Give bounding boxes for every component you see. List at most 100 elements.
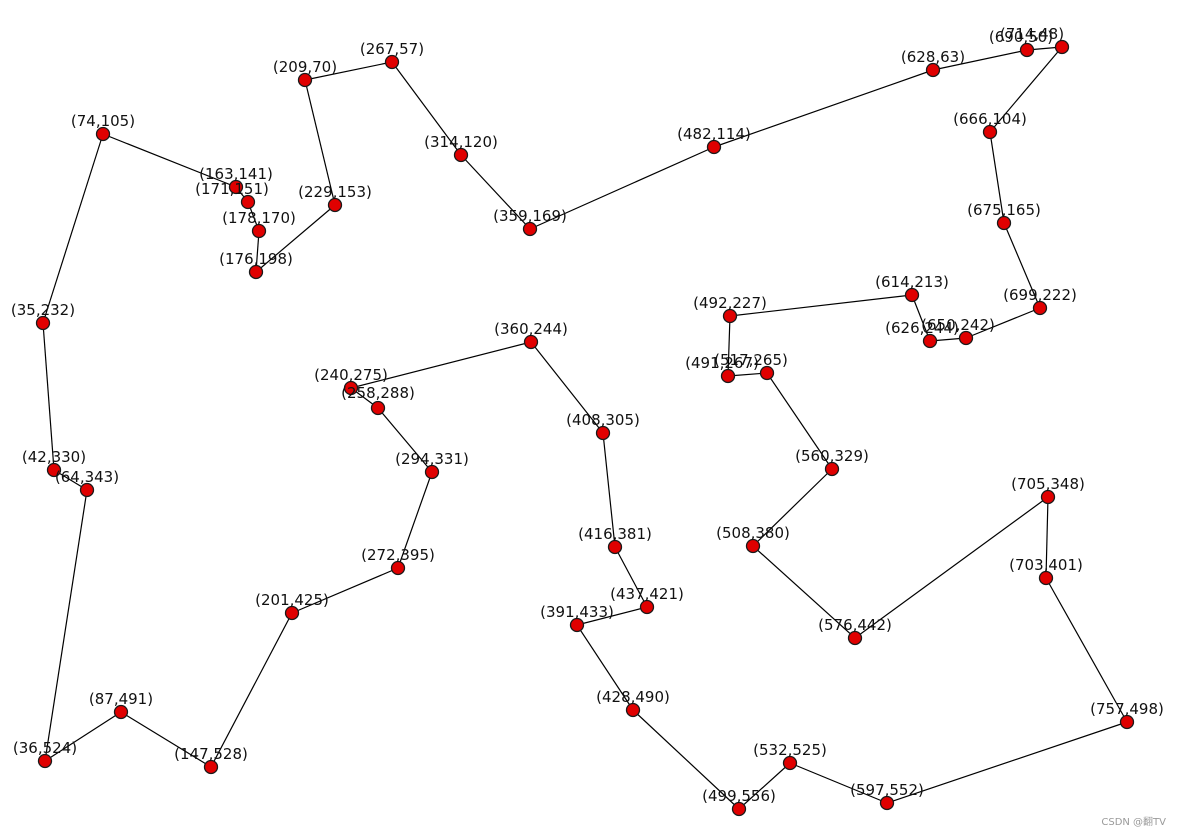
route-edge [576, 606, 648, 626]
city-label: (482,114) [677, 125, 751, 143]
city-point [745, 538, 761, 554]
city-point [904, 287, 920, 303]
city-label: (87,491) [89, 690, 153, 708]
route-edge [602, 432, 616, 548]
route-edge [210, 612, 293, 768]
city-label: (360,244) [494, 320, 568, 338]
city-point [1038, 570, 1054, 586]
city-label: (699,222) [1003, 286, 1077, 304]
city-point [95, 126, 111, 142]
city-point [922, 333, 938, 349]
city-label: (240,275) [314, 366, 388, 384]
city-point [248, 264, 264, 280]
city-point [925, 62, 941, 78]
route-edge [576, 624, 634, 711]
city-point [625, 702, 641, 718]
city-label: (294,331) [395, 450, 469, 468]
route-edge [1045, 496, 1049, 579]
city-point [847, 630, 863, 646]
city-label: (437,421) [610, 585, 684, 603]
watermark: CSDN @翻TV [1101, 817, 1166, 828]
city-label: (705,348) [1011, 475, 1085, 493]
route-edge [752, 468, 833, 547]
route-edge [932, 49, 1028, 71]
route-edge [391, 61, 462, 156]
route-edge [377, 407, 433, 473]
city-label: (508,380) [716, 524, 790, 542]
city-label: (209,70) [273, 58, 337, 76]
city-point [958, 330, 974, 346]
city-point [46, 462, 62, 478]
city-label: (42,330) [22, 448, 86, 466]
route-edge [965, 307, 1041, 339]
route-edge [397, 471, 433, 569]
city-label: (690,50) [989, 28, 1053, 46]
city-point [453, 147, 469, 163]
city-label: (499,556) [702, 787, 776, 805]
city-point [522, 221, 538, 237]
route-edge [42, 322, 55, 471]
city-label: (35,232) [11, 301, 75, 319]
city-point [639, 599, 655, 615]
route-edge [614, 546, 648, 608]
city-label: (614,213) [875, 273, 949, 291]
route-edge [886, 721, 1128, 804]
route-edge [911, 294, 931, 342]
city-label: (491,267) [685, 354, 759, 372]
city-point [1119, 714, 1135, 730]
city-label: (267,57) [360, 40, 424, 58]
city-label: (517,265) [714, 351, 788, 369]
city-label: (178,170) [222, 209, 296, 227]
city-label: (666,104) [953, 110, 1027, 128]
city-label: (176,198) [219, 250, 293, 268]
city-label: (428,490) [596, 688, 670, 706]
route-edge [529, 146, 715, 230]
city-label: (163,141) [199, 165, 273, 183]
city-point [1040, 489, 1056, 505]
route-edge [727, 315, 731, 377]
city-point [706, 139, 722, 155]
route-edge [632, 709, 740, 810]
city-points [35, 39, 1135, 817]
city-label: (492,227) [693, 294, 767, 312]
city-label: (757,498) [1090, 700, 1164, 718]
city-point [370, 400, 386, 416]
city-label: (391,433) [540, 603, 614, 621]
city-point [722, 308, 738, 324]
city-point [782, 755, 798, 771]
city-label: (408,305) [566, 411, 640, 429]
city-label: (576,442) [818, 616, 892, 634]
route-edges [42, 46, 1128, 810]
city-label: (626,244) [885, 319, 959, 337]
city-point [607, 539, 623, 555]
route-edge [752, 545, 856, 639]
route-edge [42, 133, 104, 324]
city-point [1032, 300, 1048, 316]
city-label: (675,165) [967, 201, 1041, 219]
city-point [343, 380, 359, 396]
city-label: (171,151) [195, 180, 269, 198]
city-point [390, 560, 406, 576]
city-label: (147,528) [174, 745, 248, 763]
route-edge [989, 46, 1063, 133]
city-point [569, 617, 585, 633]
city-point [1019, 42, 1035, 58]
city-point [384, 54, 400, 70]
city-point [595, 425, 611, 441]
route-edge [789, 762, 888, 804]
city-point [79, 482, 95, 498]
city-point [37, 753, 53, 769]
route-edge [304, 61, 393, 81]
route-edge [989, 131, 1005, 224]
city-label: (703,401) [1009, 556, 1083, 574]
route-edge [44, 489, 88, 762]
city-point [240, 194, 256, 210]
city-point [759, 365, 775, 381]
city-point [523, 334, 539, 350]
city-point [297, 72, 313, 88]
city-label: (532,525) [753, 741, 827, 759]
city-label: (714,48) [1000, 25, 1064, 43]
city-label: (201,425) [255, 591, 329, 609]
city-point [982, 124, 998, 140]
